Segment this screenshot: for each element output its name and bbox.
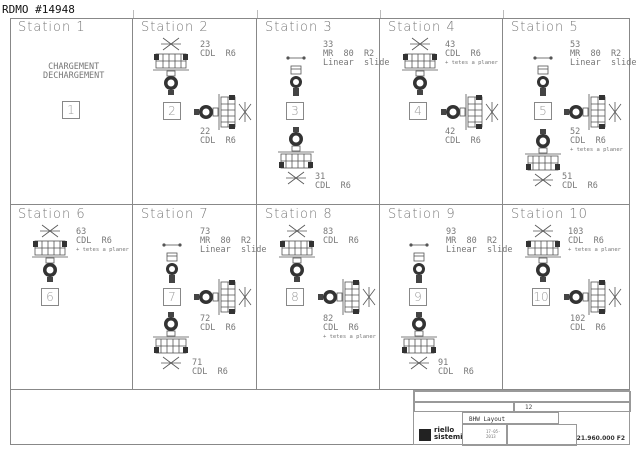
sheet-cell: 12 [514, 402, 631, 412]
unit-label: 43 CDL R6+ tetes a planer [445, 40, 498, 67]
date-value: 17-05-2013 [486, 429, 501, 439]
station-title: Station 8 [265, 207, 333, 222]
linear-slide-icon [408, 241, 430, 289]
cdl-unit-icon [525, 128, 561, 188]
cdl-unit-icon [317, 279, 377, 315]
unit-label: 23 CDL R6 [200, 40, 236, 59]
station-number: 10 [532, 288, 550, 306]
station-number: 5 [534, 102, 552, 120]
cdl-unit-icon [402, 36, 438, 96]
unit-label: 91 CDL R6 [438, 358, 474, 377]
linear-slide-icon [532, 54, 554, 102]
cdl-unit-icon [525, 223, 561, 283]
unit-label: 72 CDL R6 [200, 314, 236, 333]
station-number: 1 [62, 101, 80, 119]
field-cell [414, 402, 514, 412]
station-number: 7 [163, 288, 181, 306]
cdl-unit-icon [193, 94, 253, 130]
drawing-reference: RDMO #14948 [2, 3, 75, 16]
station-title: Station 9 [388, 207, 456, 222]
drawing-number: 21.960.000 F2 [576, 435, 625, 442]
cdl-unit-icon [440, 94, 500, 130]
station-title: Station 1 [18, 20, 86, 35]
station-number: 6 [41, 288, 59, 306]
station-number: 4 [409, 102, 427, 120]
station-5: Station 5 53 MR 80 R2 Linear slide 5 52 … [503, 18, 637, 205]
cdl-unit-icon [563, 94, 623, 130]
unit-label: 51 CDL R6 [562, 172, 598, 191]
station-9: Station 9 93 MR 80 R2 Linear slide 9 91 … [380, 205, 513, 390]
cdl-unit-icon [401, 311, 437, 371]
sheet-value: 12 [525, 404, 533, 411]
station-number: 2 [163, 102, 181, 120]
station-number: 9 [409, 288, 427, 306]
station-title: Station 5 [511, 20, 579, 35]
modification-cell [507, 424, 577, 446]
station-title: Station 6 [18, 207, 86, 222]
unit-label: 83 CDL R6 [323, 227, 359, 246]
cdl-unit-icon [279, 223, 315, 283]
unit-label: 102 CDL R6 [570, 314, 606, 333]
unit-label: 93 MR 80 R2 Linear slide [446, 227, 513, 255]
unit-label: 82 CDL R6+ tetes a planer [323, 314, 376, 341]
unit-label: 63 CDL R6+ tetes a planer [76, 227, 129, 254]
unit-label: 22 CDL R6 [200, 127, 236, 146]
station-note: CHARGEMENT DECHARGEMENT [43, 62, 105, 81]
station-1: Station 1 CHARGEMENT DECHARGEMENT 1 [10, 18, 133, 205]
cdl-unit-icon [278, 126, 314, 186]
station-7: Station 7 73 MR 80 R2 Linear slide 7 72 … [133, 205, 267, 390]
unit-label: 53 MR 80 R2 Linear slide [570, 40, 637, 68]
unit-label: 42 CDL R6 [445, 127, 481, 146]
unit-label: 33 MR 80 R2 Linear slide [323, 40, 390, 68]
cdl-unit-icon [193, 279, 253, 315]
station-10: Station 10 103 CDL R6+ tetes a planer 10… [503, 205, 630, 390]
drawing-frame [10, 18, 630, 445]
station-title: Station 2 [141, 20, 209, 35]
linear-slide-icon [285, 54, 307, 102]
description-value: BHW Layout [469, 416, 506, 423]
cdl-unit-icon [563, 279, 623, 315]
logo-mark-icon [419, 429, 431, 441]
station-title: Station 3 [265, 20, 333, 35]
unit-label: 31 CDL R6 [315, 172, 351, 191]
station-8: Station 8 83 CDL R6 8 82 CDL R6+ tetes a… [257, 205, 380, 390]
unit-label: 73 MR 80 R2 Linear slide [200, 227, 267, 255]
cdl-unit-icon [153, 36, 189, 96]
linear-slide-icon [161, 241, 183, 289]
station-title: Station 7 [141, 207, 209, 222]
station-title: Station 10 [511, 207, 588, 222]
cdl-unit-icon [153, 311, 189, 371]
revision-row [414, 391, 631, 402]
station-3: Station 3 33 MR 80 R2 Linear slide 3 31 … [257, 18, 390, 205]
station-number: 8 [286, 288, 304, 306]
unit-label: 103 CDL R6+ tetes a planer [568, 227, 621, 254]
station-number: 3 [286, 102, 304, 120]
unit-label: 71 CDL R6 [192, 358, 228, 377]
unit-label: 52 CDL R6+ tetes a planer [570, 127, 623, 154]
station-6: Station 6 63 CDL R6+ tetes a planer 6 [10, 205, 133, 390]
station-4: Station 4 43 CDL R6+ tetes a planer 4 42… [380, 18, 503, 205]
date-cell: 17-05-2013 [462, 424, 507, 446]
cdl-unit-icon [32, 223, 68, 283]
station-2: Station 2 23 CDL R6 2 22 CDL R6 [133, 18, 257, 205]
description-cell: BHW Layout [462, 412, 559, 424]
station-title: Station 4 [388, 20, 456, 35]
